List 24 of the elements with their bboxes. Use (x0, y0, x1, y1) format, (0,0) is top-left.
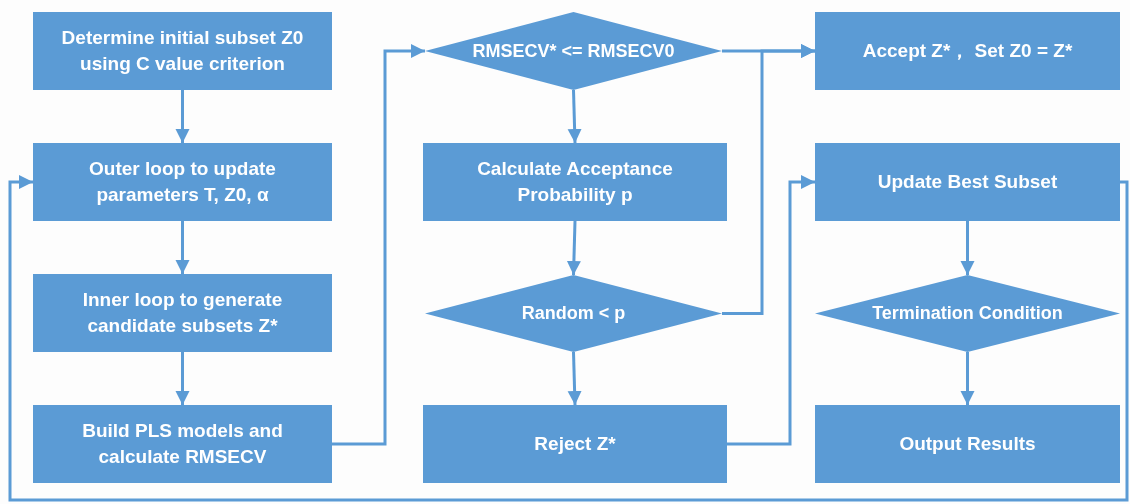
arrow (960, 352, 975, 405)
process-box: Update Best Subset (815, 143, 1120, 221)
arrow (567, 351, 582, 406)
arrow (566, 220, 581, 276)
arrow (567, 89, 582, 144)
arrow (727, 175, 815, 446)
process-box: Determine initial subset Z0 using C value criterion (33, 12, 332, 90)
process-box: Inner loop to generate candidate subsets Z* (33, 274, 332, 352)
process-box: Output Results (815, 405, 1120, 483)
process-box: Outer loop to update parameters T, Z0, α (33, 143, 332, 221)
arrow (8, 175, 1129, 502)
decision-diamond: Random < p (425, 275, 722, 352)
arrow (722, 44, 815, 315)
arrow (332, 44, 425, 446)
arrow (175, 352, 190, 405)
arrow (175, 90, 190, 143)
decision-diamond: RMSECV* <= RMSECV0 (425, 12, 722, 90)
arrow (960, 221, 975, 275)
process-box: Accept Z*， Set Z0 = Z* (815, 12, 1120, 90)
arrow (175, 221, 190, 274)
process-box: Reject Z* (423, 405, 727, 483)
decision-diamond: Termination Condition (815, 275, 1120, 352)
process-box: Build PLS models and calculate RMSECV (33, 405, 332, 483)
process-box: Calculate Acceptance Probability p (423, 143, 727, 221)
